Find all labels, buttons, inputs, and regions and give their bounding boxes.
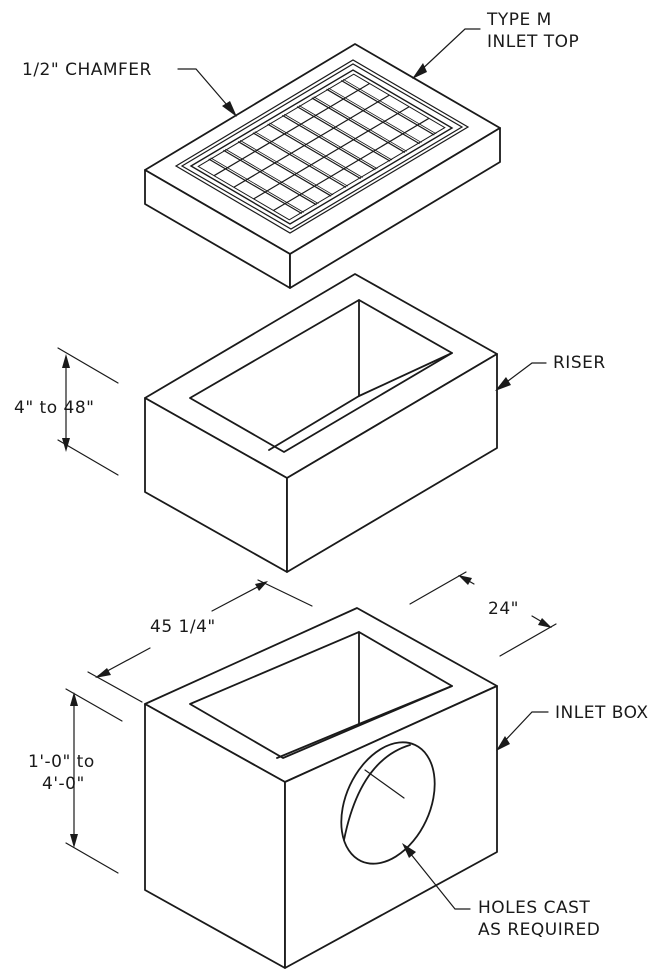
grate-bar (340, 79, 435, 136)
grate-crossbar (233, 94, 390, 188)
chamfer-label: 1/2" CHAMFER (22, 60, 152, 80)
chamfer-outline-outer (174, 59, 470, 234)
grate-bar (252, 132, 347, 188)
type-m-leader-arrow (412, 63, 427, 79)
grate-crossbar (213, 83, 370, 177)
width-ext-right (499, 623, 557, 657)
box-height-arrow-top (70, 692, 78, 706)
box-height-ext-top (65, 688, 123, 722)
length-arrow-right (255, 581, 268, 591)
grate-bar-shadow (313, 96, 407, 152)
inlet-top-right-face (289, 127, 501, 289)
length-label: 45 1/4" (150, 617, 216, 637)
chamfer-leader-arrow (222, 101, 237, 117)
holes-label-line1: HOLES CAST (478, 898, 590, 918)
type-m-label-line2: INLET TOP (487, 32, 579, 52)
riser-label: RISER (553, 353, 606, 373)
riser-inner-wall-corner (358, 352, 453, 397)
grate-bar (326, 88, 420, 145)
type-m-leader (417, 28, 481, 74)
box-height-label-line1: 1'-0" to (28, 752, 95, 772)
grate-bar-shadow (225, 148, 319, 204)
box-height-label-line2: 4'-0" (42, 774, 85, 794)
grate-bar-shadow (342, 78, 437, 135)
inlet-top (144, 43, 501, 289)
riser-height-ext-bottom (57, 439, 119, 476)
grate-crossbar (253, 106, 410, 200)
grate-bar-shadow (328, 87, 422, 143)
dimensions (57, 347, 557, 874)
grate-bar (237, 141, 332, 197)
leaders (177, 28, 549, 910)
grate-bar (311, 97, 406, 153)
width-arrow-right (538, 618, 552, 628)
riser-leader-arrow (495, 377, 511, 391)
chamfer-leader (177, 68, 234, 113)
inlet-box (144, 607, 498, 969)
grate-bar-shadow (210, 157, 304, 213)
type-m-label-line1: TYPE M (486, 10, 552, 30)
width-ext-left (409, 571, 467, 605)
grate-bar-shadow (269, 122, 363, 178)
inlet-box-leader (499, 711, 549, 747)
holes-label-line2: AS REQUIRED (478, 920, 600, 940)
box-height-ext-bottom (65, 842, 119, 874)
inlet-box-label: INLET BOX (555, 703, 649, 723)
grate-bar-shadow (284, 113, 378, 170)
holes-leader (405, 847, 471, 910)
length-dim-line-upper (211, 582, 266, 612)
riser (144, 273, 498, 573)
riser-height-ext-top (57, 347, 119, 384)
grate-bar (296, 106, 391, 162)
grate-frame (189, 69, 454, 225)
cast-hole (340, 741, 436, 865)
grate-inner-frame (197, 73, 446, 221)
grate-bar-shadow (298, 105, 393, 161)
width-label: 24" (488, 599, 519, 619)
grate-bar (282, 114, 376, 171)
grate (189, 69, 454, 225)
chamfer-outline-inner (180, 63, 464, 230)
length-arrow-left (95, 668, 111, 678)
riser-height-label: 4" to 48" (14, 398, 94, 418)
length-ext-left (87, 671, 143, 703)
length-ext-right (257, 579, 313, 607)
inlet-box-inner-wall-corner (358, 685, 453, 725)
riser-leader (499, 362, 547, 388)
width-arrow-left (458, 575, 472, 585)
riser-height-arrow-bottom (62, 438, 70, 452)
cast-hole-inner-edge (343, 744, 411, 841)
grate-crossbar (273, 117, 430, 211)
box-height-arrow-bottom (70, 834, 78, 848)
grate-bar-shadow (239, 140, 334, 196)
grate-bar (208, 158, 303, 215)
riser-height-arrow-top (62, 354, 70, 368)
labels: TYPE M INLET TOP 1/2" CHAMFER RISER 4" t… (14, 10, 649, 940)
riser-right-face (286, 353, 498, 573)
grate-bar (267, 123, 361, 180)
grate-bar-shadow (254, 131, 349, 187)
holes-leader-arrow (402, 843, 416, 858)
grate-bar (223, 149, 317, 206)
cast-hole-cut-line (364, 769, 405, 799)
inlet-box-leader-arrow (496, 736, 510, 751)
